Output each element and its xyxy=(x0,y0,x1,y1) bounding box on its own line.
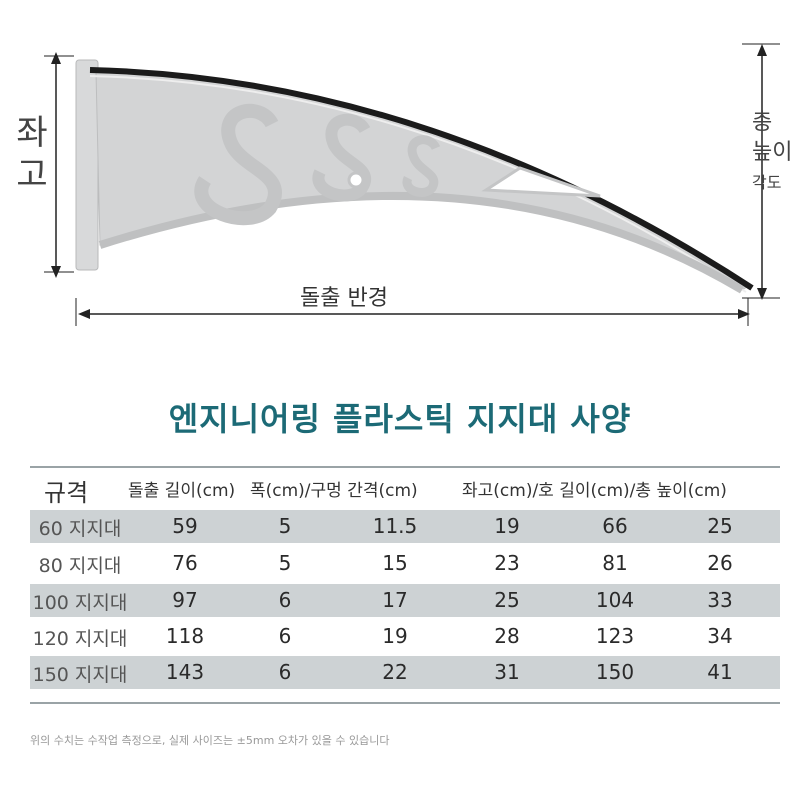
bracket-diagram: 좌 고 총 높이 각도 돌출 반경 xyxy=(0,0,800,330)
cell-value: 23 xyxy=(494,551,520,575)
cell-value: 6 xyxy=(278,660,292,684)
cell-value: 123 xyxy=(595,624,635,648)
cell-spec: 80 지지대 xyxy=(38,555,122,577)
total-height-label-1: 총 xyxy=(752,110,773,135)
cell-spec: 150 지지대 xyxy=(32,664,128,686)
cell-value: 81 xyxy=(602,551,628,575)
cell-value: 150 xyxy=(595,660,635,684)
spec-title: 엔지니어링 플라스틱 지지대 사양 xyxy=(168,400,632,438)
table-row: 150 지지대 143 6 22 31 150 41 xyxy=(30,656,780,689)
scroll-s-large xyxy=(194,103,282,226)
cell-value: 66 xyxy=(602,514,628,538)
cell-spec: 120 지지대 xyxy=(32,628,128,650)
cell-value: 143 xyxy=(165,660,205,684)
bracket-illustration xyxy=(44,43,780,326)
wall-plate xyxy=(75,59,99,271)
left-height-label-2: 고 xyxy=(16,155,48,195)
cell-value: 41 xyxy=(707,660,733,684)
angle-label: 각도 xyxy=(752,173,782,192)
cell-value: 5 xyxy=(278,551,292,575)
cell-value: 6 xyxy=(278,624,292,648)
table-bottom-rule xyxy=(30,702,780,704)
header-width-hole: 폭(cm)/구멍 간격(cm) xyxy=(250,481,418,501)
scroll-s-small xyxy=(402,135,441,197)
cell-spec: 60 지지대 xyxy=(38,518,122,540)
cell-value: 59 xyxy=(172,514,198,538)
table-row: 120 지지대 118 6 19 28 123 34 xyxy=(30,620,780,653)
table-row: 80 지지대 76 5 15 23 81 26 xyxy=(30,547,780,580)
cell-value: 11.5 xyxy=(372,514,418,538)
cell-value: 118 xyxy=(165,624,205,648)
cell-value: 17 xyxy=(382,588,408,612)
total-height-label: 총 높이 각도 xyxy=(752,108,800,194)
cell-value: 104 xyxy=(595,588,635,612)
header-spec: 규격 xyxy=(44,479,89,507)
cell-value: 25 xyxy=(494,588,520,612)
cell-value: 15 xyxy=(382,551,408,575)
cell-value: 97 xyxy=(172,588,198,612)
total-height-label-2: 높이 xyxy=(752,140,793,165)
table-row: 60 지지대 59 5 11.5 19 66 25 xyxy=(30,510,780,543)
cell-value: 5 xyxy=(278,514,292,538)
footnote: 위의 수치는 수작업 측정으로, 실제 사이즈는 ±5mm 오차가 있을 수 있… xyxy=(30,734,390,747)
table-top-rule xyxy=(30,466,780,468)
top-arc xyxy=(89,67,754,291)
header-projection-length: 돌출 길이(cm) xyxy=(128,481,236,501)
cell-value: 31 xyxy=(494,660,520,684)
cell-spec: 100 지지대 xyxy=(32,592,128,614)
bracket-body xyxy=(95,71,751,291)
left-height-label-1: 좌 xyxy=(16,113,48,153)
table-row: 100 지지대 97 6 17 25 104 33 xyxy=(30,584,780,617)
cell-value: 25 xyxy=(707,514,733,538)
cell-value: 26 xyxy=(707,551,733,575)
cell-value: 22 xyxy=(382,660,408,684)
cell-value: 6 xyxy=(278,588,292,612)
cell-value: 19 xyxy=(382,624,408,648)
cell-value: 19 xyxy=(494,514,520,538)
cell-value: 28 xyxy=(494,624,520,648)
projection-label: 돌출 반경 xyxy=(300,286,388,311)
cell-value: 33 xyxy=(707,588,733,612)
cell-value: 76 xyxy=(172,551,198,575)
scroll-s-medium xyxy=(312,113,371,202)
cell-value: 34 xyxy=(707,624,733,648)
header-height-arc-total: 좌고(cm)/호 길이(cm)/총 높이(cm) xyxy=(462,481,727,501)
left-height-label: 좌 고 xyxy=(10,112,54,196)
